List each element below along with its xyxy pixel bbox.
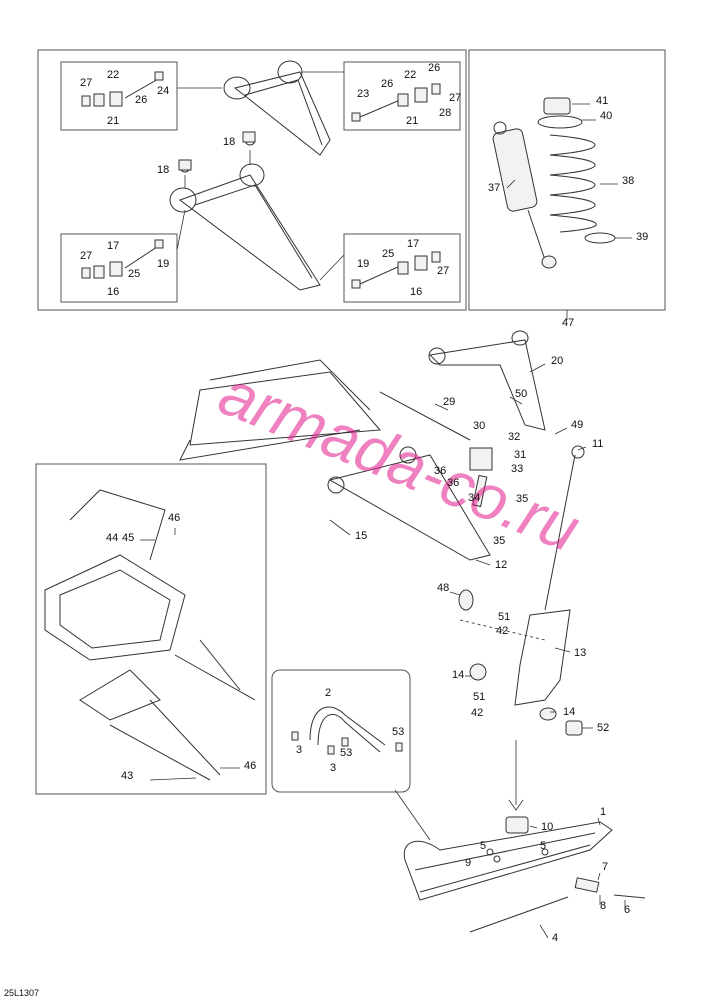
callout-c-50: 50 — [515, 388, 527, 400]
callout-c-9: 9 — [465, 857, 471, 869]
callout-c-40: 40 — [600, 110, 612, 122]
callout-c-12: 12 — [495, 559, 507, 571]
callout-c-8: 8 — [600, 900, 606, 912]
callout-c-35a: 35 — [516, 493, 528, 505]
callout-c-22b: 22 — [404, 69, 416, 81]
callout-c-6: 6 — [624, 904, 630, 916]
callout-c-3b: 3 — [330, 762, 336, 774]
shock-absorber-drawing — [492, 97, 632, 320]
callout-c-1: 1 — [600, 806, 606, 818]
callout-c-25a: 25 — [128, 268, 140, 280]
callout-c-36a: 36 — [434, 465, 446, 477]
frame-detail-drawing — [44, 489, 256, 781]
handle-detail-drawing — [291, 706, 431, 841]
callout-c-23: 23 — [357, 88, 369, 100]
callout-c-26b: 26 — [428, 62, 440, 74]
callout-c-15: 15 — [355, 530, 367, 542]
callout-c-26c: 26 — [381, 78, 393, 90]
callout-c-34: 34 — [468, 492, 480, 504]
callout-c-18a: 18 — [223, 136, 235, 148]
front-suspension-drawing — [179, 330, 593, 811]
callout-c-26a: 26 — [135, 94, 147, 106]
hardware-details — [81, 71, 441, 289]
callout-c-19b: 19 — [357, 258, 369, 270]
callout-c-14a: 14 — [452, 669, 464, 681]
callout-c-16b: 16 — [410, 286, 422, 298]
callout-c-51b: 51 — [473, 691, 485, 703]
callout-c-52: 52 — [597, 722, 609, 734]
callout-c-47: 47 — [562, 317, 574, 329]
callout-c-43: 43 — [121, 770, 133, 782]
callout-c-2: 2 — [325, 687, 331, 699]
callout-c-29: 29 — [443, 396, 455, 408]
callout-c-46a: 46 — [168, 512, 180, 524]
callout-c-5a: 5 — [480, 840, 486, 852]
callout-c-45: 45 — [122, 532, 134, 544]
callout-c-20: 20 — [551, 355, 563, 367]
callout-c-16a: 16 — [107, 286, 119, 298]
callout-c-30: 30 — [473, 420, 485, 432]
callout-c-21b: 21 — [406, 115, 418, 127]
callout-c-42b: 42 — [471, 707, 483, 719]
callout-c-39: 39 — [636, 231, 648, 243]
frames — [35, 49, 666, 795]
callout-c-27b: 27 — [449, 92, 461, 104]
callout-c-25b: 25 — [382, 248, 394, 260]
callout-c-53a: 53 — [392, 726, 404, 738]
callout-c-27d: 27 — [437, 265, 449, 277]
callout-c-27c: 27 — [80, 250, 92, 262]
callout-c-11: 11 — [592, 438, 603, 450]
callout-c-18b: 18 — [157, 164, 169, 176]
callout-c-3a: 3 — [296, 744, 302, 756]
callout-c-13: 13 — [574, 647, 586, 659]
callout-c-44: 44 — [106, 532, 118, 544]
callout-c-19a: 19 — [157, 258, 169, 270]
watermark: armada-co.ru — [210, 356, 590, 565]
callout-c-14b: 14 — [563, 706, 575, 718]
callout-c-53b: 53 — [340, 747, 352, 759]
callout-c-49: 49 — [571, 419, 583, 431]
callout-c-46b: 46 — [244, 760, 256, 772]
drawing-code: 25L1307 — [4, 988, 40, 998]
callout-c-31: 31 — [514, 449, 526, 461]
callout-c-48: 48 — [437, 582, 449, 594]
callout-c-38: 38 — [622, 175, 634, 187]
callout-c-28: 28 — [439, 107, 451, 119]
callout-c-22a: 22 — [107, 69, 119, 81]
callout-c-42a: 42 — [496, 625, 508, 637]
ski-drawing — [403, 816, 646, 939]
callout-c-27a: 27 — [80, 77, 92, 89]
callout-c-4: 4 — [552, 932, 558, 944]
callout-c-7: 7 — [602, 861, 608, 873]
callout-c-51a: 51 — [498, 611, 510, 623]
callout-c-33: 33 — [511, 463, 523, 475]
callout-c-32: 32 — [508, 431, 520, 443]
callout-c-41: 41 — [596, 95, 608, 107]
callout-c-36b: 36 — [447, 477, 459, 489]
callout-c-17b: 17 — [407, 238, 419, 250]
callout-c-24: 24 — [157, 85, 169, 97]
callout-c-35b: 35 — [493, 535, 505, 547]
callout-c-5b: 5 — [540, 840, 546, 852]
callout-c-17a: 17 — [107, 240, 119, 252]
upper-a-arm-drawing — [169, 60, 345, 291]
callout-c-37: 37 — [488, 182, 500, 194]
callout-c-10: 10 — [541, 821, 553, 833]
callout-c-21a: 21 — [107, 115, 119, 127]
